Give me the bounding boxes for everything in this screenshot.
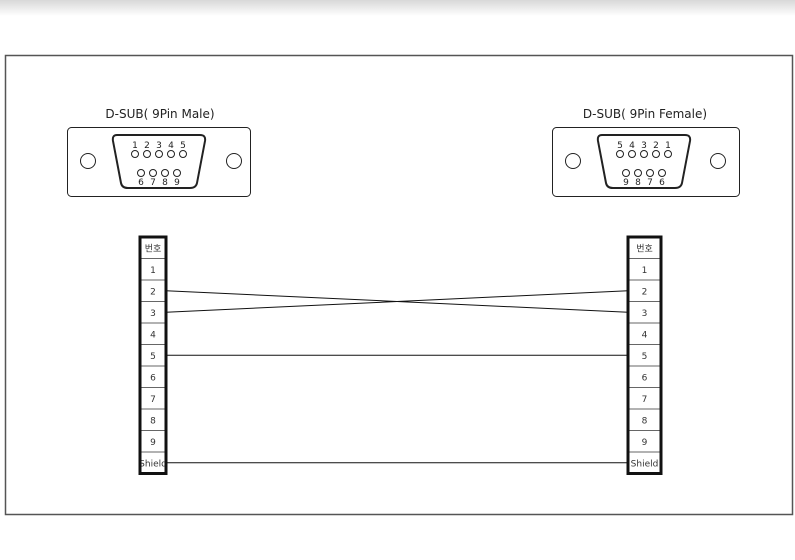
female-connector-shell <box>552 127 740 197</box>
pin-number: 8 <box>162 178 168 188</box>
pin-number: 3 <box>156 141 162 151</box>
male-connector-face <box>111 134 207 189</box>
pin-number: 7 <box>150 178 156 188</box>
pin-socket-icon <box>137 169 145 177</box>
pin-row-label: 8 <box>150 417 156 427</box>
pin-number: 8 <box>635 178 641 188</box>
pin-row-label: 7 <box>642 395 648 405</box>
pin-row-label: 2 <box>150 288 156 298</box>
pin-row-label: Shield <box>139 460 167 470</box>
pin-number: 9 <box>623 178 629 188</box>
pin-socket-icon <box>652 150 660 158</box>
pin-number: 5 <box>180 141 186 151</box>
pin-socket-icon <box>155 150 163 158</box>
pin-row-label: 1 <box>150 266 156 276</box>
pin-row-label: 5 <box>150 352 156 362</box>
mount-hole-icon <box>80 153 96 169</box>
pin-row-label: 6 <box>150 374 156 384</box>
pin-row-label: 1 <box>642 266 648 276</box>
pin-number: 1 <box>132 141 138 151</box>
wire-3-to-2 <box>165 290 629 313</box>
pin-number: 2 <box>653 141 659 151</box>
pin-number: 9 <box>174 178 180 188</box>
pin-socket-icon <box>664 150 672 158</box>
pin-row-label: 9 <box>642 438 648 448</box>
pin-socket-icon <box>640 150 648 158</box>
pin-number: 6 <box>659 178 665 188</box>
pin-socket-icon <box>179 150 187 158</box>
pin-number: 2 <box>144 141 150 151</box>
pin-number: 6 <box>138 178 144 188</box>
pin-socket-icon <box>167 150 175 158</box>
pin-row-label: 3 <box>642 309 648 319</box>
pin-number: 4 <box>168 141 174 151</box>
pin-row-label: 4 <box>150 331 156 341</box>
pin-socket-icon <box>143 150 151 158</box>
pin-socket-icon <box>616 150 624 158</box>
pin-number: 4 <box>629 141 635 151</box>
table-header: 번호 <box>145 244 162 255</box>
pin-socket-icon <box>131 150 139 158</box>
male-connector-shell <box>67 127 251 197</box>
pin-row-label: Shield <box>631 460 659 470</box>
mount-hole-icon <box>226 153 242 169</box>
pin-number: 3 <box>641 141 647 151</box>
pin-socket-icon <box>658 169 666 177</box>
pin-row-label: 6 <box>642 374 648 384</box>
table-header: 번호 <box>636 244 653 255</box>
pin-row-label: 9 <box>150 438 156 448</box>
pin-number: 1 <box>665 141 671 151</box>
male-connector-title: D-SUB( 9Pin Male) <box>105 107 214 121</box>
pin-socket-icon <box>173 169 181 177</box>
pin-socket-icon <box>149 169 157 177</box>
pin-row-label: 3 <box>150 309 156 319</box>
pin-row-label: 8 <box>642 417 648 427</box>
mount-hole-icon <box>710 153 726 169</box>
pin-socket-icon <box>646 169 654 177</box>
pin-row-label: 7 <box>150 395 156 405</box>
pin-socket-icon <box>634 169 642 177</box>
diagram-frame <box>4 54 794 516</box>
female-connector-title: D-SUB( 9Pin Female) <box>583 107 707 121</box>
top-toolbar-strip <box>0 0 795 16</box>
pin-row-label: 5 <box>642 352 648 362</box>
pin-number: 5 <box>617 141 623 151</box>
pin-row-label: 4 <box>642 331 648 341</box>
pin-socket-icon <box>161 169 169 177</box>
female-connector-face <box>596 134 692 189</box>
pin-socket-icon <box>622 169 630 177</box>
pin-row-label: 2 <box>642 288 648 298</box>
mount-hole-icon <box>565 153 581 169</box>
pin-number: 7 <box>647 178 653 188</box>
pin-socket-icon <box>628 150 636 158</box>
